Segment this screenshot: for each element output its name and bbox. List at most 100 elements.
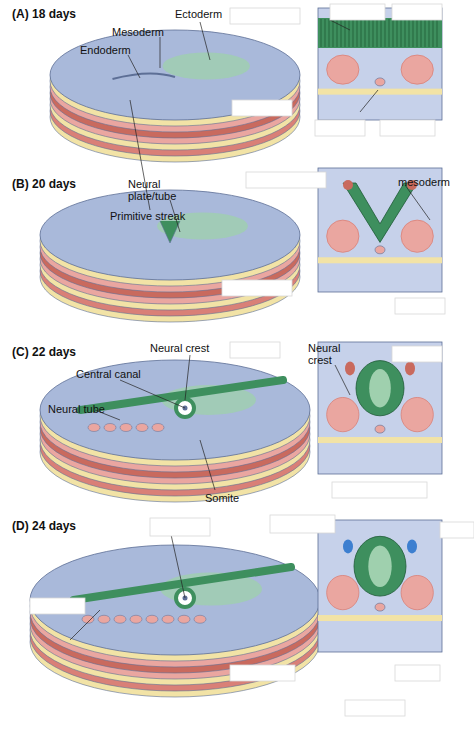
leader-line	[360, 90, 378, 112]
leader-line	[185, 355, 190, 400]
endoderm-band	[318, 89, 442, 95]
embryo-surface	[30, 545, 320, 655]
cell-stripe	[345, 19, 346, 47]
cell-stripe	[357, 19, 358, 47]
structure-label: mesoderm	[398, 176, 450, 188]
cell-stripe	[385, 19, 386, 47]
structure-label: Neural crest	[308, 342, 352, 366]
mesoderm-block	[327, 55, 359, 84]
somite	[178, 615, 190, 623]
blank-label-box	[330, 4, 385, 20]
cell-stripe	[341, 19, 342, 47]
blank-label-box	[150, 518, 210, 536]
section-frame	[318, 342, 442, 474]
blank-label-box	[270, 515, 335, 533]
cell-stripe	[377, 19, 378, 47]
neural-crest-cells	[405, 361, 415, 375]
neural-crest-cells	[345, 361, 355, 375]
somite	[114, 615, 126, 623]
mesoderm-block	[327, 575, 359, 609]
neural-groove	[343, 183, 417, 242]
mesoderm-block	[401, 397, 433, 431]
embryo-surface	[50, 30, 300, 120]
perspective-views	[30, 30, 320, 697]
central-canal	[368, 545, 391, 587]
leader-line	[200, 22, 210, 60]
blank-label-box	[315, 120, 365, 136]
blank-label-box	[222, 280, 292, 296]
blank-label-box	[395, 298, 445, 314]
structure-label: Primitive streak	[110, 210, 185, 222]
cell-stripe	[413, 19, 414, 47]
cell-stripe	[437, 19, 438, 47]
notochord	[375, 246, 385, 254]
cell-stripe	[325, 19, 326, 47]
endoderm-band	[318, 437, 442, 443]
notochord	[375, 425, 385, 433]
leader-line	[335, 365, 350, 395]
blank-label-box	[230, 665, 295, 681]
cell-stripe	[321, 19, 322, 47]
leader-line	[70, 610, 100, 640]
structure-label: Neural plate/tube	[128, 178, 188, 202]
blank-label-box	[230, 342, 280, 358]
structure-label: Mesoderm	[112, 26, 164, 38]
leader-line	[120, 380, 185, 408]
cell-stripe	[429, 19, 430, 47]
cell-stripe	[389, 19, 390, 47]
leader-line	[330, 20, 350, 30]
neural-plate	[163, 53, 251, 80]
structure-label: Endoderm	[80, 44, 131, 56]
blank-label-box	[392, 346, 442, 362]
neural-crest-cells	[343, 180, 353, 190]
central-canal	[369, 369, 391, 407]
somite	[130, 615, 142, 623]
somite	[162, 615, 174, 623]
leader-line	[405, 185, 430, 220]
cell-stripe	[405, 19, 406, 47]
somite	[98, 615, 110, 623]
neural-crest-cells	[407, 539, 417, 553]
structure-label: Ectoderm	[175, 8, 222, 20]
somite	[194, 615, 206, 623]
leader-line	[160, 37, 161, 68]
somite	[104, 424, 116, 432]
mesoderm-block	[401, 575, 433, 609]
primitive-streak	[113, 73, 176, 79]
panel-heading: (C) 22 days	[12, 346, 76, 358]
cell-stripe	[373, 19, 374, 47]
mesoderm-block	[401, 220, 433, 252]
cell-stripe	[409, 19, 410, 47]
neural-crest-cells	[343, 539, 353, 553]
mesoderm-block	[327, 220, 359, 252]
notochord	[375, 78, 385, 86]
cell-stripe	[369, 19, 370, 47]
cell-stripe	[433, 19, 434, 47]
blank-label-box	[380, 120, 435, 136]
structure-label: Somite	[205, 492, 239, 504]
blank-label-box	[232, 100, 292, 116]
endoderm-band	[318, 615, 442, 621]
embryo-surface	[40, 190, 300, 280]
structure-label: Neural crest	[150, 342, 209, 354]
cell-stripe	[401, 19, 402, 47]
blank-label-box	[395, 665, 440, 681]
somite	[146, 615, 158, 623]
leader-line	[128, 55, 140, 78]
blank-label-box	[246, 172, 326, 188]
cell-stripe	[421, 19, 422, 47]
cell-stripe	[381, 19, 382, 47]
mesoderm-block	[401, 55, 433, 84]
blank-label-box	[230, 8, 300, 24]
cell-stripe	[333, 19, 334, 47]
cross-sections	[318, 8, 442, 652]
blank-label-box	[332, 482, 427, 498]
embryo-surface	[40, 360, 310, 460]
structure-label: Neural tube	[48, 403, 105, 415]
cell-stripe	[349, 19, 350, 47]
somite	[88, 424, 100, 432]
leader-line	[170, 530, 185, 598]
blank-label-box	[30, 598, 85, 614]
